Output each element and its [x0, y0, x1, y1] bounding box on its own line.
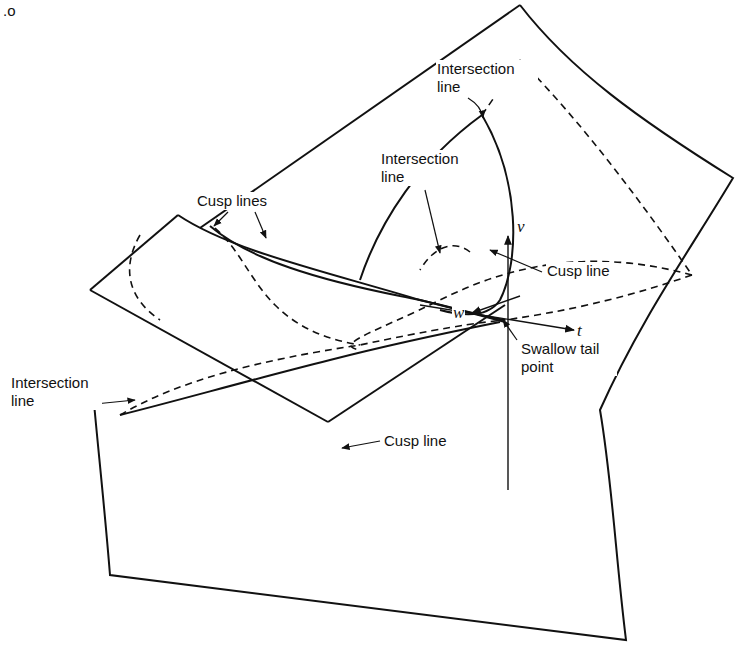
figure-number: .o: [2, 2, 17, 20]
axis-label: v: [516, 218, 526, 236]
intersection-line-label: Intersection line: [436, 60, 538, 96]
swallow-tail-label: Swallow tail point: [520, 340, 617, 376]
cusp-line-label: Cusp line: [383, 432, 448, 450]
cusp-lines-label: Cusp lines: [196, 192, 268, 210]
axis-label: w: [452, 304, 465, 322]
cusp-line-label: Cusp line: [546, 262, 611, 280]
axis-label: t: [576, 322, 583, 340]
intersection-line-label: Intersection line: [380, 150, 472, 186]
intersection-line-label: Intersection line: [10, 374, 102, 410]
